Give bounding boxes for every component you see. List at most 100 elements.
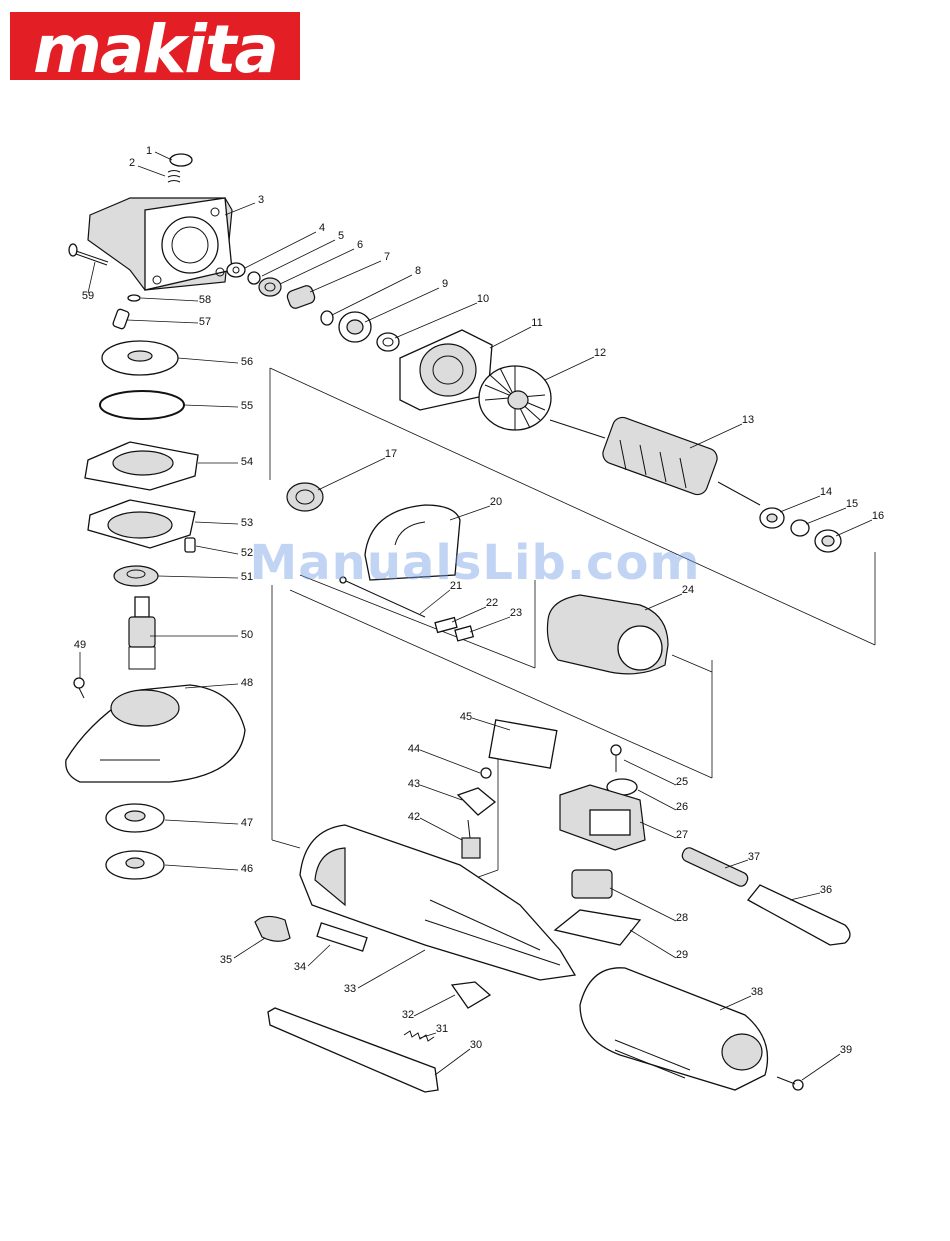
callout-45: 45 (460, 711, 472, 723)
callout-48: 48 (241, 677, 253, 689)
callout-39: 39 (840, 1044, 852, 1056)
callout-8: 8 (415, 265, 421, 277)
part-47-inner-flange (106, 804, 164, 832)
callout-14: 14 (820, 486, 832, 498)
leader-line-38 (720, 996, 751, 1010)
part-28-capacitor (572, 870, 612, 898)
callout-22: 22 (486, 597, 498, 609)
leader-line-15 (806, 508, 846, 524)
leader-line-5 (262, 240, 335, 276)
leader-line-30 (435, 1049, 470, 1075)
leader-line-34 (308, 945, 330, 966)
part-2-spring (168, 171, 180, 183)
leader-line-29 (630, 930, 676, 958)
callout-11: 11 (531, 317, 542, 329)
callout-23: 23 (510, 607, 522, 619)
callout-47: 47 (241, 817, 253, 829)
part-13-armature (550, 415, 760, 505)
leader-line-35 (234, 938, 265, 958)
part-46-lock-nut (106, 851, 164, 879)
part-10-washer (377, 333, 399, 351)
part-49-screw (74, 678, 84, 698)
leader-line-22 (452, 607, 486, 622)
callout-4: 4 (319, 222, 325, 234)
callout-46: 46 (241, 863, 253, 875)
leader-line-47 (165, 820, 238, 824)
callout-20: 20 (490, 496, 502, 508)
leader-line-14 (780, 496, 820, 512)
leader-line-13 (690, 424, 742, 448)
callout-38: 38 (751, 986, 763, 998)
part-15-washer (791, 520, 809, 536)
part-23-clip (455, 626, 473, 641)
callout-55: 55 (241, 400, 253, 412)
callout-13: 13 (742, 414, 754, 426)
part-37-cord-guard (680, 846, 749, 888)
part-24-field (547, 595, 668, 674)
callout-26: 26 (676, 801, 688, 813)
leader-line-2 (138, 166, 165, 176)
part-32-brush-holder (452, 982, 490, 1008)
leader-line-32 (414, 995, 455, 1016)
part-44-screw (481, 768, 491, 778)
part-48-wheel-guard (66, 685, 245, 782)
callout-34: 34 (294, 961, 306, 973)
callout-1: 1 (146, 145, 152, 157)
callout-53: 53 (241, 517, 253, 529)
watermark: ManualsLib.com (0, 535, 950, 591)
part-42-carbon-brush (462, 820, 480, 858)
callout-54: 54 (241, 456, 253, 468)
part-39-screw (777, 1077, 803, 1090)
leader-line-56 (178, 358, 238, 363)
leader-line-4 (245, 232, 316, 268)
part-4-nut (227, 263, 245, 277)
part-33-motor-housing (300, 825, 575, 980)
part-45-name-plate (489, 720, 557, 768)
leader-line-59 (88, 262, 95, 293)
part-17-rubber-ring (287, 483, 323, 511)
callout-12: 12 (594, 347, 606, 359)
leader-line-23 (470, 617, 510, 632)
callout-2: 2 (129, 157, 135, 169)
callout-50: 50 (241, 629, 253, 641)
part-35-switch-button (255, 916, 290, 941)
callout-59: 59 (82, 290, 94, 302)
leader-line-57 (127, 320, 198, 323)
leader-line-37 (725, 860, 748, 868)
leader-line-33 (358, 950, 425, 988)
part-38-rear-cover (580, 968, 768, 1090)
part-11-bearing-box (400, 330, 492, 410)
leader-line-42 (420, 818, 462, 840)
part-25-screw (611, 745, 621, 772)
part-58-o-ring (128, 295, 140, 301)
part-27-switch (560, 785, 645, 850)
callout-56: 56 (241, 356, 253, 368)
callout-36: 36 (820, 884, 832, 896)
callout-25: 25 (676, 776, 688, 788)
part-36-strain-relief (748, 885, 850, 945)
part-31-spring (404, 1031, 434, 1041)
leader-line-8 (332, 275, 412, 315)
callout-44: 44 (408, 743, 420, 755)
part-7-bearing (286, 284, 317, 310)
part-54-bearing-box (85, 442, 198, 490)
callout-16: 16 (872, 510, 884, 522)
leader-line-12 (545, 357, 594, 380)
leader-line-55 (184, 405, 238, 407)
part-56-spiral-bevel-gear (102, 341, 178, 375)
leader-line-58 (141, 298, 198, 301)
callout-28: 28 (676, 912, 688, 924)
part-34-label (317, 923, 367, 951)
part-12-fan (479, 366, 551, 430)
leader-line-16 (836, 520, 872, 536)
callout-37: 37 (748, 851, 760, 863)
leader-line-46 (165, 865, 238, 870)
leader-line-44 (420, 750, 480, 773)
callout-35: 35 (220, 954, 232, 966)
callout-58: 58 (199, 294, 211, 306)
callout-27: 27 (676, 829, 688, 841)
callout-17: 17 (385, 448, 397, 460)
part-57-lock-pin (112, 308, 129, 329)
callout-57: 57 (199, 316, 211, 328)
